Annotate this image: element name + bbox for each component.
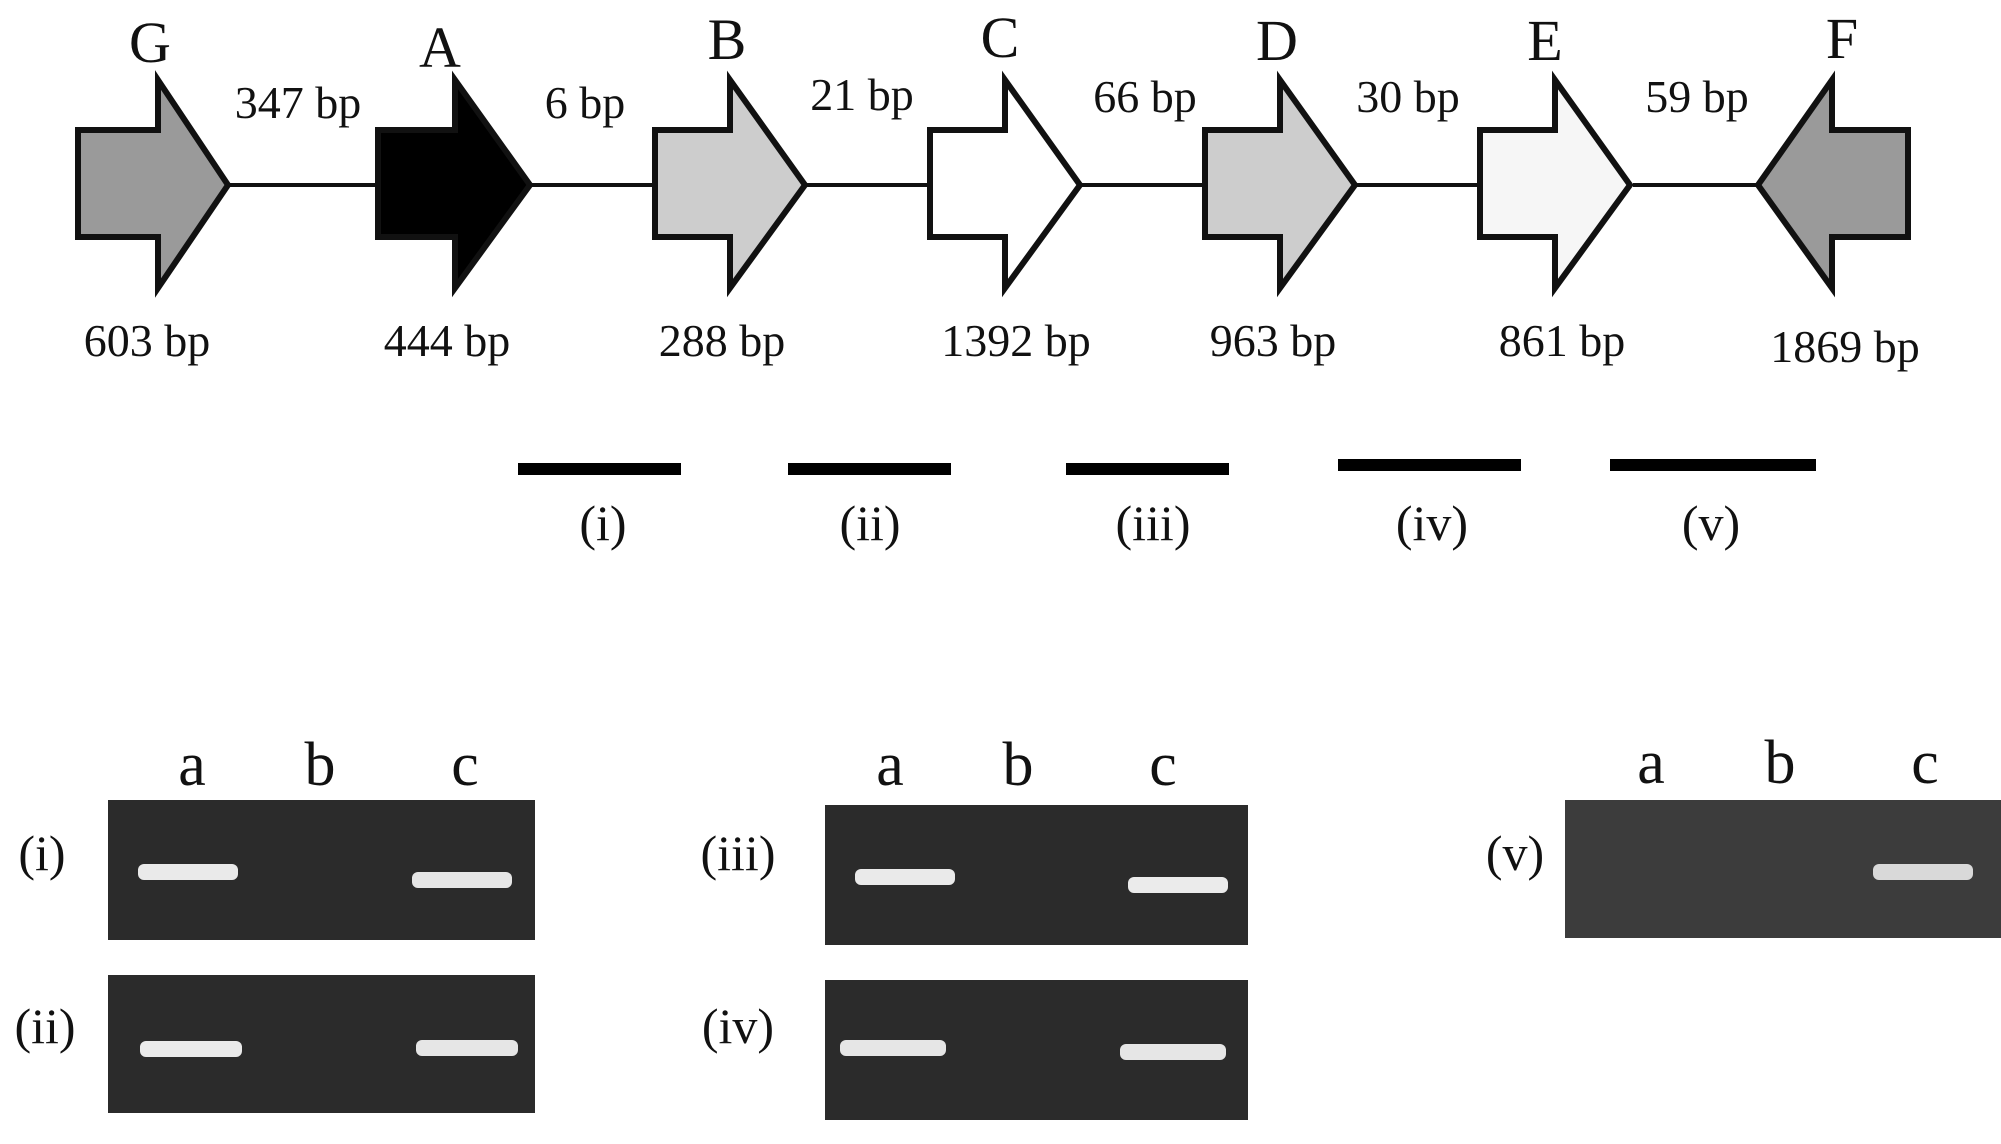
gel-band — [140, 1041, 242, 1057]
gene-arrow-c — [927, 70, 1084, 298]
gel-band — [855, 869, 955, 885]
fragment-label-iv: (iv) — [1396, 495, 1468, 551]
gene-arrow-g — [75, 70, 232, 298]
lane-label-c: c — [1911, 729, 1939, 797]
gene-arrow-e — [1477, 70, 1634, 298]
fragment-label-iii: (iii) — [1116, 495, 1191, 551]
fragment-bar-ii — [788, 463, 951, 475]
gel-panels: a b c (i) (ii) a b c (iii) (iv) a b c (v… — [14, 729, 2001, 1120]
gel-row-label: (v) — [1486, 825, 1544, 881]
spacer-label-c-d: 66 bp — [1093, 71, 1197, 122]
gene-size-f: 1869 bp — [1770, 321, 1920, 372]
fragment-bar-iii — [1066, 463, 1229, 475]
gel-band — [840, 1040, 946, 1056]
gene-arrow-f — [1754, 70, 1911, 298]
gene-arrow-b — [652, 70, 809, 298]
gel-band — [1128, 877, 1228, 893]
gel-row-label: (iv) — [702, 998, 774, 1054]
gel-band — [138, 864, 238, 880]
gene-size-b: 288 bp — [659, 315, 786, 366]
spacer-label-d-e: 30 bp — [1356, 71, 1460, 122]
spacer-label-e-f: 59 bp — [1645, 71, 1749, 122]
gene-size-e: 861 bp — [1499, 315, 1626, 366]
lane-label-b: b — [305, 731, 336, 799]
lane-label-b: b — [1003, 731, 1034, 799]
gene-size-d: 963 bp — [1210, 315, 1337, 366]
pcr-fragments: (i) (ii) (iii) (iv) (v) — [518, 459, 1816, 551]
gene-letter-a: A — [419, 15, 461, 80]
lane-label-c: c — [1149, 731, 1177, 799]
gel-row-label: (ii) — [14, 998, 75, 1054]
gel-band — [412, 872, 512, 888]
spacer-label-g-a: 347 bp — [235, 77, 362, 128]
lane-label-a: a — [876, 731, 904, 799]
gene-size-a: 444 bp — [384, 315, 511, 366]
gene-letter-b: B — [708, 7, 747, 72]
lane-label-a: a — [1637, 729, 1665, 797]
lane-label-b: b — [1765, 729, 1796, 797]
gel-band — [416, 1040, 518, 1056]
gene-letter-c: C — [981, 5, 1020, 70]
lane-label-a: a — [178, 731, 206, 799]
spacer-label-a-b: 6 bp — [545, 77, 626, 128]
gene-arrow-d — [1202, 70, 1359, 298]
gene-letter-e: E — [1527, 8, 1562, 73]
gene-map: G A B C D E F 347 bp 6 bp 21 bp 66 bp 30… — [75, 5, 1920, 372]
fragment-label-ii: (ii) — [839, 495, 900, 551]
fragment-bar-v — [1610, 459, 1816, 471]
gene-arrow-a — [375, 70, 534, 298]
lane-label-c: c — [451, 731, 479, 799]
gene-letter-d: D — [1256, 8, 1298, 73]
gene-size-g: 603 bp — [84, 315, 211, 366]
fragment-label-i: (i) — [579, 495, 626, 551]
gel-band — [1120, 1044, 1226, 1060]
fragment-bar-i — [518, 463, 681, 475]
fragment-label-v: (v) — [1682, 495, 1740, 551]
gel-row-label: (iii) — [701, 825, 776, 881]
spacer-label-b-c: 21 bp — [810, 69, 914, 120]
gene-letter-f: F — [1826, 6, 1858, 71]
gene-letter-g: G — [129, 10, 171, 75]
gel-row-label: (i) — [18, 825, 65, 881]
gene-size-c: 1392 bp — [941, 315, 1091, 366]
fragment-bar-iv — [1338, 459, 1521, 471]
gel-band — [1873, 864, 1973, 880]
